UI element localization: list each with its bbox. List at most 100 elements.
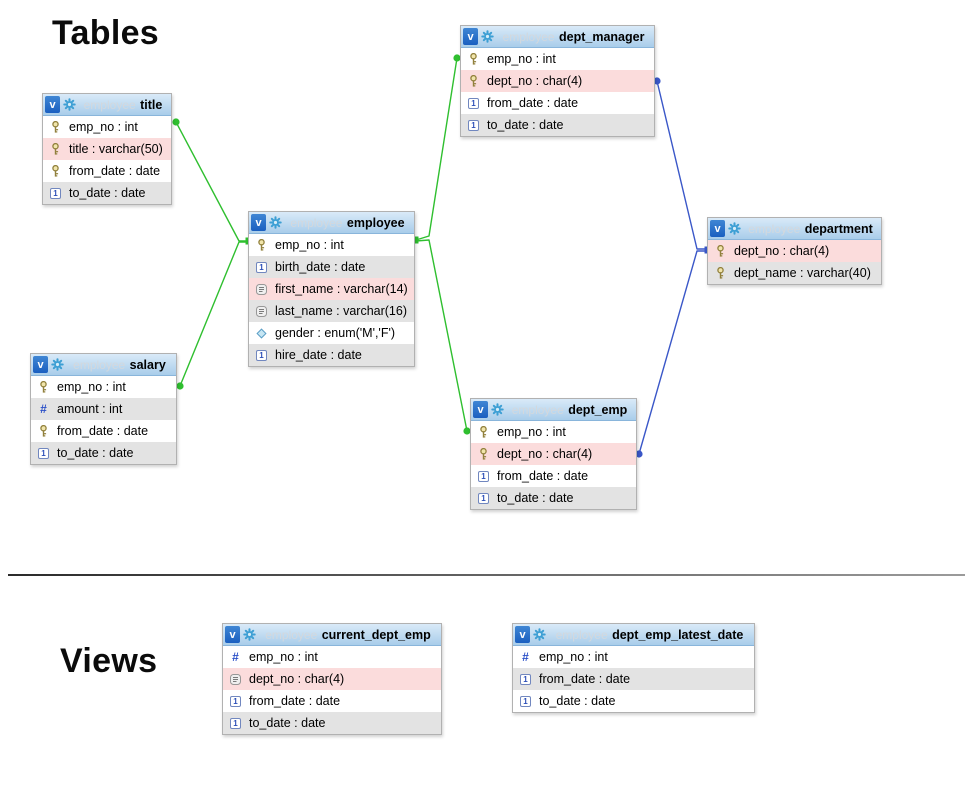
column-text: from_date : date bbox=[249, 694, 341, 708]
green-connector-circle bbox=[176, 382, 184, 390]
column-row: title : varchar(50) bbox=[43, 138, 171, 160]
column-row: emp_no : int bbox=[43, 116, 171, 138]
column-row: 1 birth_date : date bbox=[249, 256, 414, 278]
column-text: to_date : date bbox=[487, 118, 564, 132]
date-icon: 1 bbox=[229, 695, 242, 707]
key-icon bbox=[467, 74, 480, 88]
column-text: to_date : date bbox=[249, 716, 326, 730]
column-text: from_date : date bbox=[69, 164, 161, 178]
text-icon bbox=[255, 305, 268, 317]
column-text: birth_date : date bbox=[275, 260, 366, 274]
gear-icon bbox=[491, 403, 504, 416]
blue-relationship-line bbox=[638, 250, 708, 455]
blue-connector-circle bbox=[653, 77, 661, 85]
key-icon bbox=[49, 142, 62, 156]
views-heading: Views bbox=[60, 642, 158, 680]
key-icon bbox=[37, 424, 50, 438]
schema-name: employee bbox=[502, 29, 555, 44]
table-name: dept_emp bbox=[568, 402, 628, 417]
green-connector-circle bbox=[453, 54, 461, 62]
column-text: to_date : date bbox=[539, 694, 616, 708]
enum-icon bbox=[255, 327, 268, 339]
key-icon bbox=[49, 164, 62, 178]
column-row: 1 from_date : date bbox=[223, 690, 441, 712]
column-text: from_date : date bbox=[57, 424, 149, 438]
date-icon: 1 bbox=[477, 470, 490, 482]
key-icon bbox=[477, 447, 490, 461]
column-row: emp_no : int bbox=[249, 234, 414, 256]
column-text: dept_no : char(4) bbox=[734, 244, 830, 258]
key-icon bbox=[467, 52, 480, 66]
date-icon: 1 bbox=[467, 119, 480, 131]
column-row: from_date : date bbox=[43, 160, 171, 182]
column-text: first_name : varchar(14) bbox=[275, 282, 408, 296]
gear-icon bbox=[481, 30, 494, 43]
gear-icon bbox=[51, 358, 64, 371]
date-icon: 1 bbox=[37, 447, 50, 459]
column-text: emp_no : int bbox=[497, 425, 566, 439]
column-text: last_name : varchar(16) bbox=[275, 304, 408, 318]
date-icon: 1 bbox=[519, 673, 532, 685]
schema-name: employee bbox=[83, 97, 136, 112]
column-row: #amount : int bbox=[31, 398, 176, 420]
schema-name: employee bbox=[265, 627, 318, 642]
blue-relationship-line bbox=[656, 80, 708, 250]
tables-heading: Tables bbox=[52, 14, 159, 52]
column-row: dept_no : char(4) bbox=[708, 240, 881, 262]
text-icon bbox=[229, 673, 242, 685]
green-relationship-line bbox=[175, 121, 250, 242]
column-row: #emp_no : int bbox=[223, 646, 441, 668]
entity-title: employee dept_emp bbox=[507, 401, 632, 419]
column-text: to_date : date bbox=[497, 491, 574, 505]
gear-icon bbox=[63, 98, 76, 111]
table-name: dept_emp_latest_date bbox=[612, 627, 744, 642]
column-row: gender : enum('M','F') bbox=[249, 322, 414, 344]
date-icon: 1 bbox=[467, 97, 480, 109]
column-text: hire_date : date bbox=[275, 348, 362, 362]
date-icon: 1 bbox=[255, 349, 268, 361]
date-icon: 1 bbox=[255, 261, 268, 273]
entity-title: employee salary bbox=[67, 356, 172, 374]
key-icon bbox=[49, 120, 62, 134]
gear-icon bbox=[533, 628, 546, 641]
schema-name: employee bbox=[748, 221, 801, 236]
column-row: 1 hire_date : date bbox=[249, 344, 414, 366]
entity-title: employee dept_emp_latest_date bbox=[549, 626, 750, 644]
column-text: title : varchar(50) bbox=[69, 142, 163, 156]
column-text: dept_no : char(4) bbox=[497, 447, 593, 461]
column-text: gender : enum('M','F') bbox=[275, 326, 396, 340]
column-text: emp_no : int bbox=[249, 650, 318, 664]
column-row: dept_no : char(4) bbox=[461, 70, 654, 92]
column-row: dept_name : varchar(40) bbox=[708, 262, 881, 284]
gear-icon bbox=[728, 222, 741, 235]
green-connector-square bbox=[411, 236, 419, 244]
entity-title: employee dept_manager bbox=[497, 28, 650, 46]
table-name: salary bbox=[129, 357, 166, 372]
column-text: emp_no : int bbox=[275, 238, 344, 252]
green-relationship-line bbox=[179, 241, 250, 387]
column-text: to_date : date bbox=[57, 446, 134, 460]
green-connector-circle bbox=[463, 427, 471, 435]
key-icon bbox=[37, 380, 50, 394]
key-icon bbox=[714, 244, 727, 258]
column-row: 1 to_date : date bbox=[461, 114, 654, 136]
